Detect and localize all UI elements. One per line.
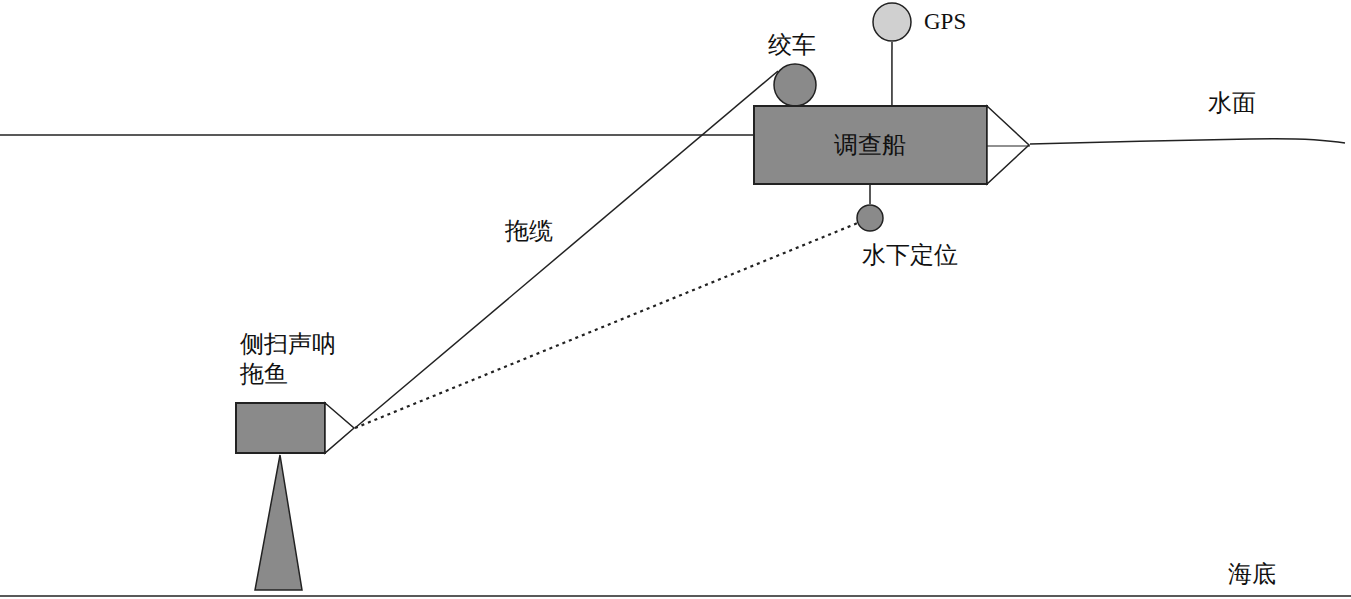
positioning-link: [355, 223, 857, 428]
sonar-beam: [255, 455, 302, 590]
winch-circle: 绞车: [773, 63, 817, 107]
node-label: 绞车: [768, 30, 816, 60]
node-label: 调查船: [753, 105, 987, 185]
gps-circle-outline: [872, 2, 912, 42]
gps-circle: GPS: [872, 2, 912, 42]
connector-line: [355, 71, 778, 428]
seabed-line: [0, 595, 1351, 597]
connector-line: [891, 42, 892, 105]
water-surface-line: [1030, 139, 1345, 144]
cable-label: 拖缆: [505, 216, 553, 246]
node-label: 水下定位: [862, 240, 958, 270]
node-label: 侧扫声呐 拖鱼: [240, 329, 338, 389]
water-surface-label: 水面: [1208, 88, 1256, 118]
winch-circle-outline: [773, 63, 817, 107]
survey-ship: 调查船: [753, 105, 1030, 185]
sidescan-towfish-outline: [235, 402, 355, 454]
sidescan-towfish: 侧扫声呐 拖鱼: [235, 402, 355, 454]
underwater-positioning-outline: [856, 204, 884, 232]
water-surface-line: [0, 134, 753, 136]
connector-line: [870, 185, 871, 204]
underwater-positioning: 水下定位: [856, 204, 884, 232]
node-label: GPS: [924, 8, 966, 37]
seabed-label: 海底: [1228, 559, 1276, 589]
